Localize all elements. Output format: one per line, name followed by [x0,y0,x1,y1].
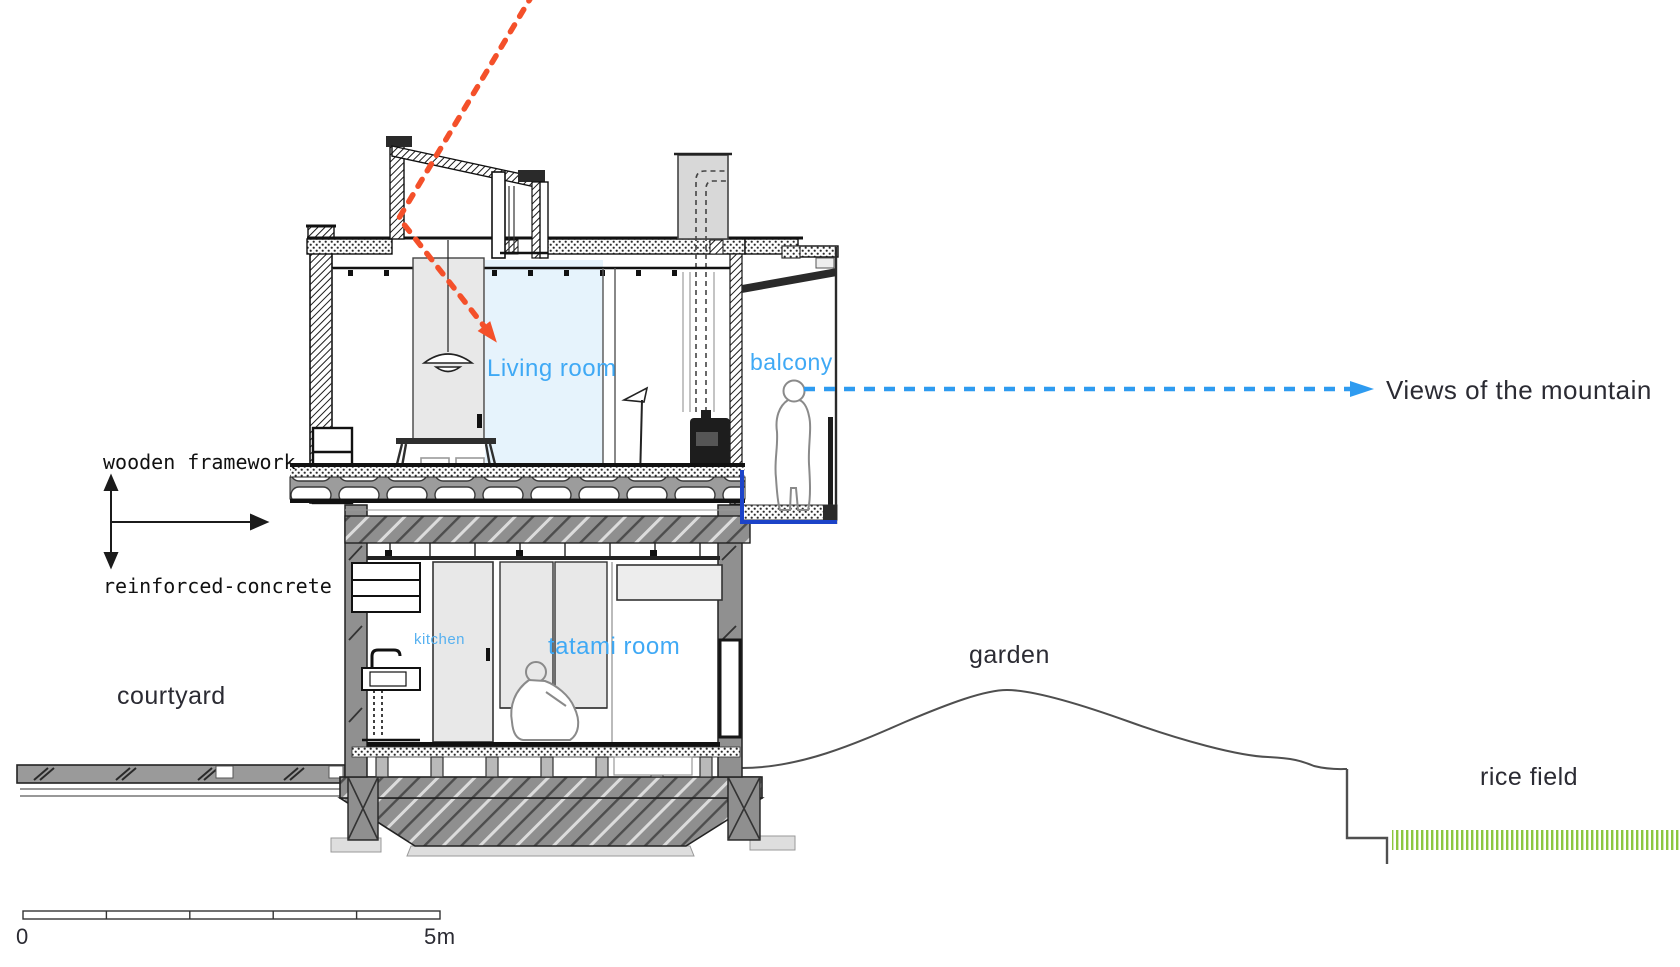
clerestory [386,136,549,259]
pendant-lamp [421,240,475,373]
garden-label: garden [969,641,1050,669]
garden-ground-line [741,688,1389,864]
living-room-label: Living room [487,355,617,382]
scale-end-label: 5m [424,924,456,949]
courtyard-label: courtyard [117,682,226,710]
standing-person-figure [774,379,812,511]
structure-axis-arrows [103,473,270,570]
foundation [330,776,796,857]
kitchen-sink [361,648,421,742]
scale-zero-label: 0 [16,924,29,949]
seated-person-figure [510,661,580,741]
rice-field-label: rice field [1480,763,1579,791]
lightwell-highlight [485,260,603,463]
wooden-framework-label: wooden framework [103,450,296,474]
sunlight-ray-arrow [395,0,533,343]
courtyard-paving [16,764,346,797]
mountain-view-arrow [804,381,1374,397]
tatami-room-label: tatami room [548,633,681,660]
reinforced-concrete-label: reinforced-concrete [103,574,332,598]
kitchen-label: kitchen [414,631,466,648]
views-of-mountain-label: Views of the mountain [1386,375,1652,405]
scale-bar [22,910,441,920]
chimney [674,152,732,412]
balcony-structure [740,247,838,524]
rice-field-grass [1392,830,1680,850]
lower-floor [344,504,751,778]
upper-floor [289,136,839,505]
balcony-label: balcony [750,349,833,375]
